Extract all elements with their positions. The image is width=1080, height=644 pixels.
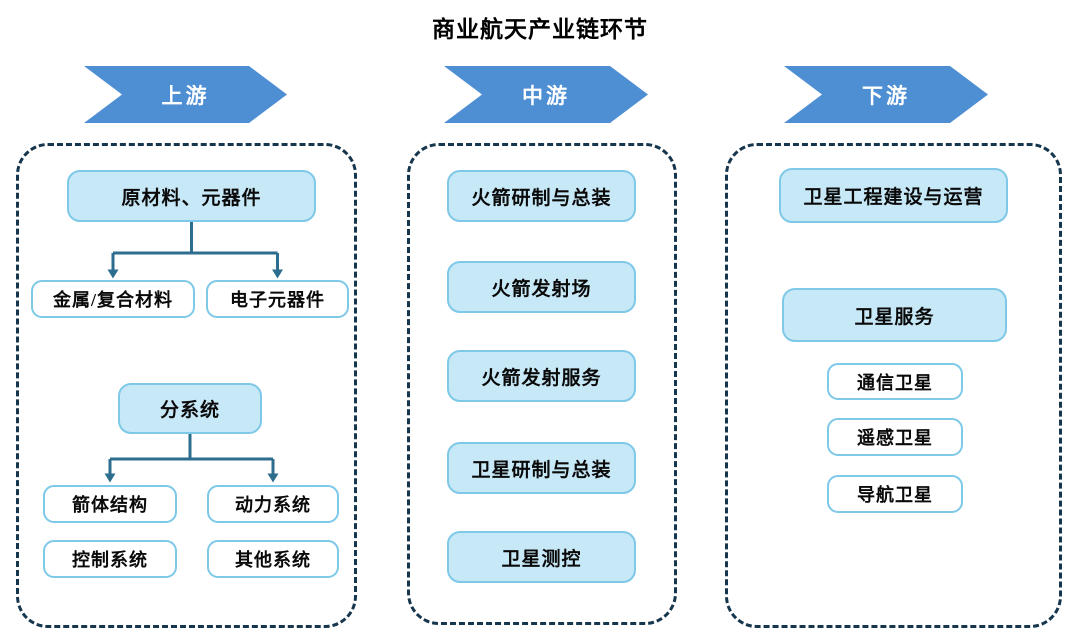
node-subsystems: 分系统 bbox=[118, 383, 262, 434]
node-communication-satellite: 通信卫星 bbox=[827, 363, 963, 400]
node-satellite-development-assembly: 卫星研制与总装 bbox=[447, 442, 636, 494]
node-control-system: 控制系统 bbox=[43, 540, 177, 578]
node-remote-sensing-satellite: 遥感卫星 bbox=[827, 418, 963, 456]
node-metal-composite: 金属/复合材料 bbox=[31, 280, 195, 318]
midstream-header-arrow: 中游 bbox=[444, 66, 648, 123]
node-other-systems: 其他系统 bbox=[207, 540, 339, 578]
upstream-header-arrow: 上游 bbox=[84, 66, 287, 123]
downstream-container bbox=[725, 143, 1062, 628]
node-satellite-engineering-operation: 卫星工程建设与运营 bbox=[779, 168, 1008, 223]
node-rocket-launch-site: 火箭发射场 bbox=[447, 261, 636, 313]
downstream-header-label: 下游 bbox=[862, 83, 910, 108]
node-satellite-services: 卫星服务 bbox=[782, 288, 1007, 342]
node-rocket-launch-service: 火箭发射服务 bbox=[447, 350, 636, 402]
node-navigation-satellite: 导航卫星 bbox=[827, 475, 963, 513]
node-electronic-components: 电子元器件 bbox=[206, 280, 349, 318]
midstream-container bbox=[407, 143, 677, 625]
downstream-header-arrow: 下游 bbox=[784, 66, 988, 123]
node-raw-materials: 原材料、元器件 bbox=[67, 170, 316, 222]
node-satellite-tt-and-c: 卫星测控 bbox=[447, 531, 636, 583]
node-rocket-body-structure: 箭体结构 bbox=[43, 485, 177, 523]
upstream-container bbox=[16, 143, 357, 628]
node-rocket-development-assembly: 火箭研制与总装 bbox=[447, 170, 636, 222]
midstream-header-label: 中游 bbox=[522, 83, 570, 108]
diagram-title: 商业航天产业链环节 bbox=[432, 17, 648, 42]
node-propulsion-system: 动力系统 bbox=[207, 485, 339, 523]
upstream-header-label: 上游 bbox=[161, 83, 210, 108]
